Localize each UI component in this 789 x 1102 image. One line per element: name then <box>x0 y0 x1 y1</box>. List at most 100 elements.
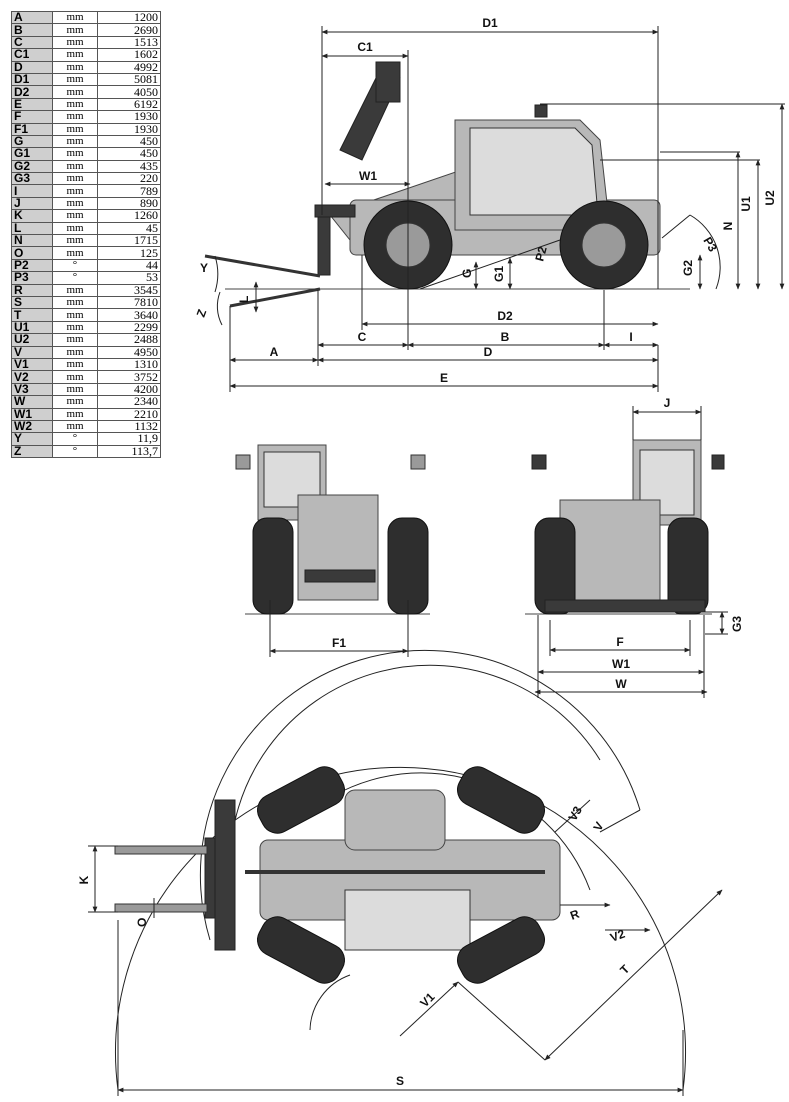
spec-value: 450 <box>97 134 161 149</box>
front-body <box>297 494 379 601</box>
spec-value: 220 <box>97 172 161 186</box>
spec-row: Y°11,9 <box>11 432 161 446</box>
spec-value: 2690 <box>97 23 161 37</box>
front-fork-carriage <box>304 569 376 583</box>
spec-value: 45 <box>97 221 161 236</box>
label-W1-rear: W1 <box>612 657 630 671</box>
spec-code: P2 <box>11 258 53 273</box>
spec-value: 2299 <box>97 320 161 335</box>
label-V: V <box>590 820 606 834</box>
rear-view: J G3 F W1 W <box>525 396 744 698</box>
label-I: I <box>629 330 632 344</box>
fork-upper <box>204 254 321 278</box>
spec-value: 53 <box>97 271 161 285</box>
front-mirror-left <box>235 454 251 470</box>
spec-value: 2210 <box>97 407 161 421</box>
spec-code: B <box>11 23 53 37</box>
spec-code: G2 <box>11 159 53 174</box>
spec-value: 113,7 <box>97 444 161 459</box>
arc-V3 <box>229 664 601 871</box>
spec-code: R <box>11 283 53 298</box>
spec-value: 1260 <box>97 209 161 223</box>
spec-row: P3°53 <box>11 271 161 285</box>
spec-value: 1200 <box>97 10 161 25</box>
spec-unit: mm <box>52 159 98 174</box>
front-right-tire <box>387 517 429 615</box>
label-E: E <box>440 371 448 385</box>
spec-value: 11,9 <box>97 432 161 446</box>
spec-code: G <box>11 134 53 149</box>
spec-code: Z <box>11 444 53 459</box>
beacon <box>534 104 548 118</box>
spec-code: V1 <box>11 357 53 372</box>
label-D2: D2 <box>497 309 513 323</box>
spec-unit: mm <box>52 172 98 186</box>
spec-value: 7810 <box>97 295 161 310</box>
spec-value: 1715 <box>97 234 161 248</box>
label-B: B <box>501 330 510 344</box>
label-G: G <box>460 269 474 278</box>
top-rear-left-tire <box>457 766 545 834</box>
side-view: D1 C1 W1 U2 U1 N P3 G2 P2 G G1 Y <box>194 16 785 392</box>
top-cab <box>344 889 471 951</box>
label-S: S <box>396 1074 404 1088</box>
label-R: R <box>568 907 581 923</box>
label-V3: V3 <box>565 804 585 824</box>
label-D: D <box>484 345 493 359</box>
top-front-left-tire <box>257 766 345 834</box>
spec-unit: mm <box>52 23 98 37</box>
front-view: F1 <box>235 444 430 657</box>
raised-carriage <box>375 61 401 103</box>
label-K: K <box>77 875 91 884</box>
arc-V1 <box>309 974 351 1031</box>
spec-code: P3 <box>11 271 53 285</box>
label-G1: G1 <box>492 266 506 282</box>
spec-value: 890 <box>97 196 161 211</box>
spec-code: G3 <box>11 172 53 186</box>
label-T: T <box>617 962 633 978</box>
spec-value: 1513 <box>97 35 161 50</box>
spec-unit: mm <box>52 35 98 50</box>
label-Y: Y <box>200 261 208 275</box>
label-L: L <box>237 296 251 303</box>
spec-code: W <box>11 395 53 409</box>
label-C: C <box>358 330 367 344</box>
fork-carriage <box>317 214 331 276</box>
spec-code: V3 <box>11 382 53 397</box>
rear-mirror-right <box>711 454 725 470</box>
spec-code: O <box>11 246 53 260</box>
label-W1-side: W1 <box>359 169 377 183</box>
spec-code: N <box>11 234 53 248</box>
top-front-right-tire <box>257 916 345 984</box>
label-U2: U2 <box>763 190 777 206</box>
label-U1: U1 <box>739 196 753 212</box>
spec-code: C1 <box>11 48 53 62</box>
spec-value: 450 <box>97 147 161 161</box>
spec-value: 1132 <box>97 419 161 434</box>
label-F: F <box>616 635 623 649</box>
label-W: W <box>615 677 627 691</box>
spec-code: D <box>11 60 53 74</box>
label-N: N <box>721 222 735 231</box>
spec-code: U2 <box>11 333 53 347</box>
top-carriage-frame <box>214 799 236 951</box>
label-F1: F1 <box>332 636 346 650</box>
spec-code: J <box>11 196 53 211</box>
spec-code: D1 <box>11 72 53 87</box>
